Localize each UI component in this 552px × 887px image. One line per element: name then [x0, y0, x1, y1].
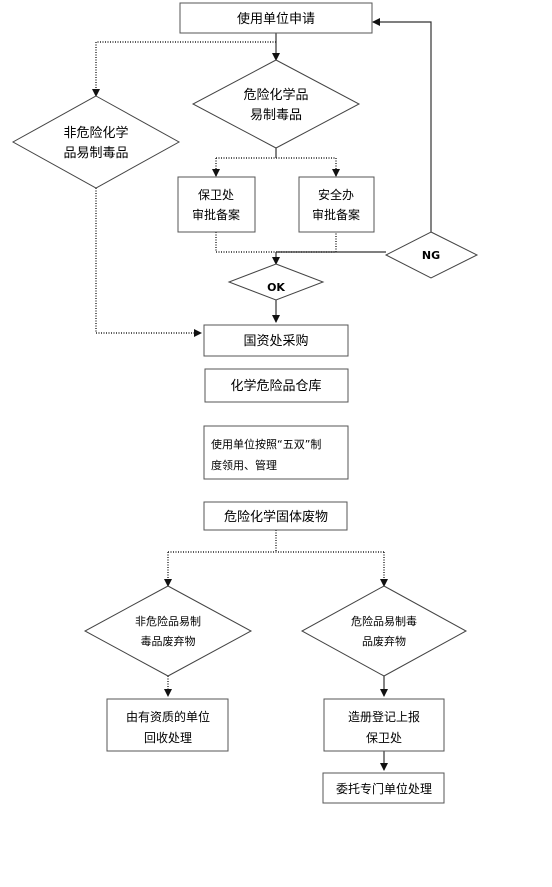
- arrow-nonhazardous-to-procurement: [95, 188, 202, 337]
- node-usage-rules: 使用单位按照“五双”制 度领用、管理: [203, 425, 349, 480]
- node-usage-rules-label-1: 使用单位按照“五双”制: [211, 437, 321, 451]
- node-warehouse: 化学危险品仓库: [204, 368, 349, 403]
- node-usage-rules-label-2: 度领用、管理: [211, 458, 277, 472]
- node-solid-waste-label: 危险化学固体废物: [224, 509, 328, 525]
- node-nonhazardous-diamond-label-2: 品易制毒品: [63, 146, 128, 161]
- node-ng-label: NG: [422, 249, 440, 262]
- node-warehouse-label: 化学危险品仓库: [230, 378, 321, 394]
- node-nonhazardous-waste-diamond: 非危险品易制 毒品废弃物: [83, 585, 253, 677]
- node-register-report: 造册登记上报 保卫处: [323, 698, 445, 752]
- node-safety-office-label-2: 审批备案: [312, 207, 360, 222]
- node-hazardous-waste-diamond: 危险品易制毒 品废弃物: [300, 585, 468, 677]
- node-safety-office: 安全办 审批备案: [298, 176, 375, 233]
- node-security-office: 保卫处 审批备案: [177, 176, 256, 233]
- node-apply: 使用单位申请: [179, 2, 373, 34]
- node-hazardous-diamond-label-1: 危险化学品: [243, 87, 308, 103]
- arrow-apply-to-nonhazardous: [92, 41, 276, 97]
- node-ng: NG: [384, 231, 479, 279]
- node-safety-office-label-1: 安全办: [318, 187, 354, 202]
- node-hazardous-waste-label-2: 品废弃物: [362, 634, 406, 648]
- node-nonhazardous-waste-label-1: 非危险品易制: [135, 614, 201, 628]
- node-ok-label: OK: [267, 281, 285, 294]
- connectors: [92, 18, 432, 771]
- arrow-ng-to-apply: [372, 18, 432, 232]
- node-hazardous-diamond: 危险化学品 易制毒品: [191, 59, 361, 149]
- node-entrusted-disposal: 委托专门单位处理: [322, 772, 445, 804]
- node-nonhazardous-waste-label-2: 毒品废弃物: [141, 634, 196, 648]
- node-security-office-label-1: 保卫处: [198, 188, 234, 202]
- node-solid-waste: 危险化学固体废物: [203, 501, 348, 531]
- node-ok: OK: [227, 263, 325, 301]
- node-procurement: 国资处采购: [203, 324, 349, 357]
- node-register-report-label-2: 保卫处: [366, 731, 402, 745]
- node-qualified-recycling: 由有资质的单位 回收处理: [106, 698, 229, 752]
- node-apply-label: 使用单位申请: [237, 11, 315, 27]
- node-procurement-label: 国资处采购: [243, 333, 308, 349]
- node-nonhazardous-diamond-label-1: 非危险化学: [63, 125, 128, 141]
- node-nonhazardous-diamond: 非危险化学 品易制毒品: [11, 95, 181, 189]
- node-hazardous-waste-label-1: 危险品易制毒: [351, 614, 417, 628]
- node-qualified-recycling-label-2: 回收处理: [144, 731, 192, 745]
- node-hazardous-diamond-label-2: 易制毒品: [250, 108, 302, 123]
- node-register-report-label-1: 造册登记上报: [348, 709, 420, 724]
- node-entrusted-disposal-label: 委托专门单位处理: [336, 781, 432, 796]
- node-qualified-recycling-label-1: 由有资质的单位: [126, 709, 210, 724]
- node-security-office-label-2: 审批备案: [192, 207, 240, 222]
- line-approvals-join: [215, 232, 337, 253]
